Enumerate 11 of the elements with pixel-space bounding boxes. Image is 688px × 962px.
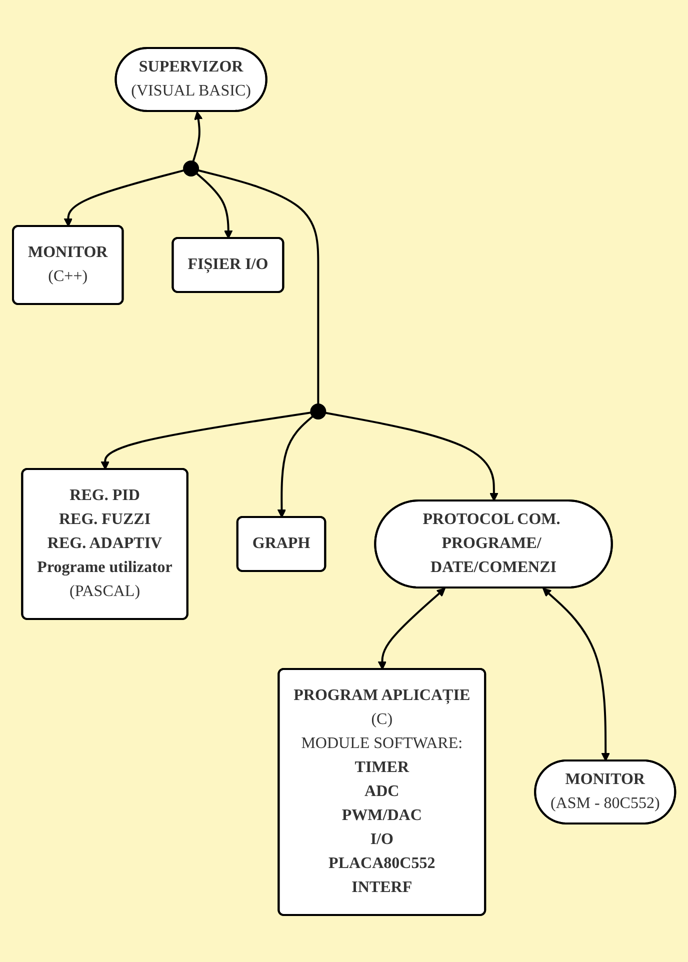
arrow <box>64 168 184 226</box>
arrow <box>378 587 446 670</box>
connector <box>198 168 320 404</box>
arrow <box>277 415 314 518</box>
arrow <box>100 411 311 470</box>
arrow <box>196 172 233 238</box>
node-circle <box>310 403 326 419</box>
arrow <box>325 411 498 501</box>
arrow <box>542 587 610 761</box>
arrow <box>192 110 203 162</box>
node-circle <box>182 160 199 176</box>
